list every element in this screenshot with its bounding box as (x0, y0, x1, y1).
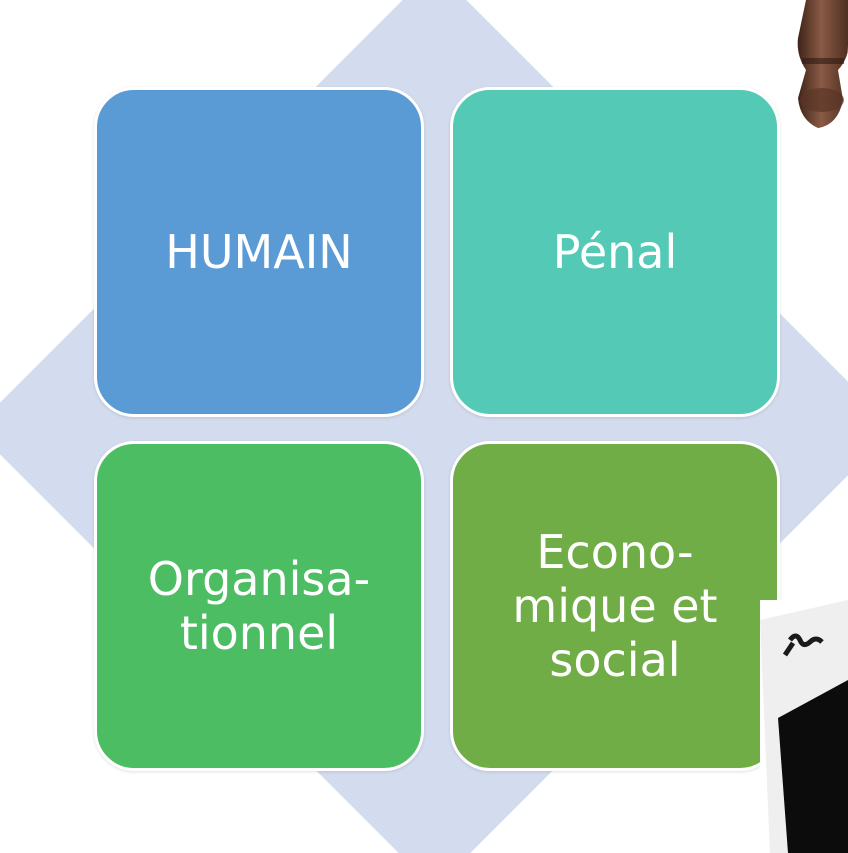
quadrant-label: Organisa- tionnel (147, 552, 371, 660)
gavel-icon (797, 0, 848, 150)
quadrant-economique-social: Econo- mique et social (450, 441, 780, 771)
quadrant-humain: HUMAIN (94, 87, 424, 417)
quadrant-label: HUMAIN (165, 225, 353, 279)
quadrant-organisationnel: Organisa- tionnel (94, 441, 424, 771)
quadrant-label: Pénal (552, 225, 678, 279)
quadrant-penal: Pénal (450, 87, 780, 417)
photo-fragment (760, 600, 848, 853)
quadrant-label: Econo- mique et social (512, 525, 718, 687)
